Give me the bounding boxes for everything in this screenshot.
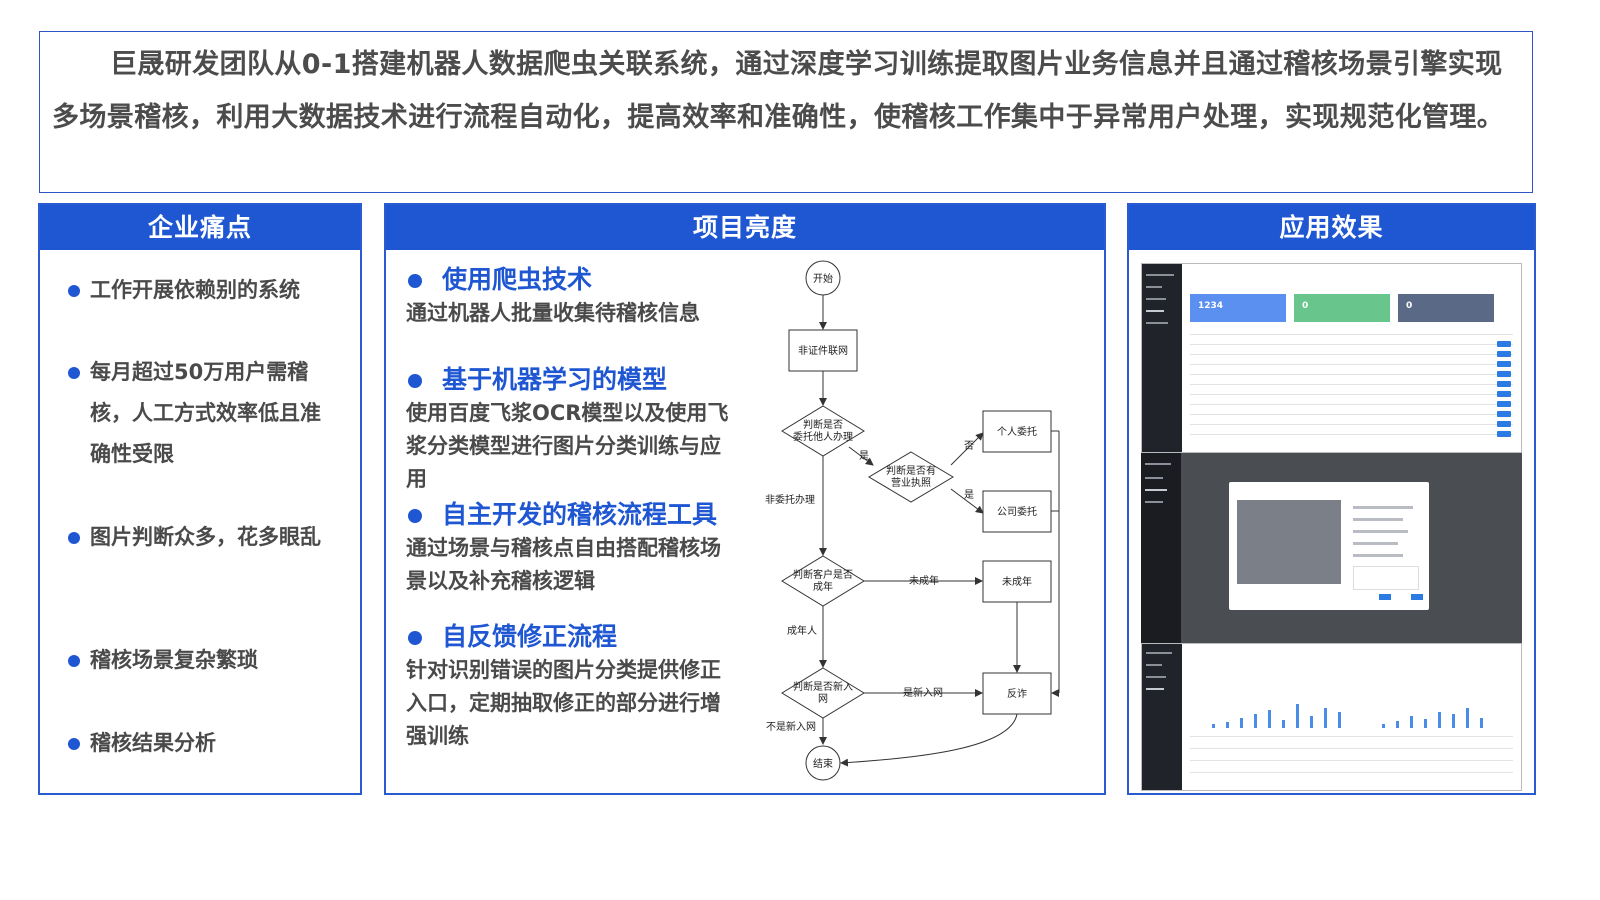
flow-text: 非证件联网 [798, 345, 848, 357]
flow-text: 判断客户是否 [793, 568, 853, 581]
flow-edge-label: 成年人 [787, 624, 817, 637]
stat-value: 0 [1406, 301, 1413, 311]
highlight-item: 自反馈修正流程 针对识别错误的图片分类提供修正入口，定期抽取修正的部分进行增强训… [406, 620, 736, 753]
stat-card: 1234 [1190, 294, 1286, 322]
stat-value: 0 [1302, 301, 1309, 311]
pain-points-panel: 企业痛点 工作开展依赖别的系统 每月超过50万用户需稽核，人工方式效率低且准确性… [38, 203, 362, 795]
highlight-title: 基于机器学习的模型 [442, 365, 668, 394]
flow-text: 反诈 [1007, 688, 1027, 700]
highlight-title: 自主开发的稽核流程工具 [442, 500, 718, 529]
flow-decision-adult [781, 555, 865, 607]
bullet-icon [68, 367, 80, 379]
audit-flowchart: 开始 非证件联网 判断是否 委托他人办理 判断是否有 营业执照 个人委托 公司委… [765, 260, 1060, 781]
highlight-title: 自反馈修正流程 [442, 622, 618, 651]
pain-item-text: 工作开展依赖别的系统 [90, 278, 300, 302]
screenshot-analysis [1141, 643, 1522, 791]
app-sidebar [1141, 453, 1181, 643]
highlight-desc: 使用百度飞浆OCR模型以及使用飞浆分类模型进行图片分类训练与应用 [406, 401, 729, 491]
pain-item-text: 稽核结果分析 [90, 731, 216, 755]
flow-decision-license [868, 451, 954, 503]
bullet-icon [408, 274, 422, 288]
flow-edge-label: 不是新入网 [766, 720, 816, 733]
flow-text: 判断是否新入 [793, 680, 853, 693]
flow-text: 成年 [813, 580, 833, 593]
flow-text: 网 [818, 693, 828, 705]
highlight-desc: 针对识别错误的图片分类提供修正入口，定期抽取修正的部分进行增强训练 [406, 658, 721, 748]
effect-panel: 应用效果 1234 0 0 [1127, 203, 1536, 795]
bullet-icon [408, 509, 422, 523]
effect-title: 应用效果 [1129, 205, 1534, 250]
highlight-title: 使用爬虫技术 [442, 265, 593, 294]
highlight-desc: 通过场景与稽核点自由搭配稽核场景以及补充稽核逻辑 [406, 536, 721, 593]
flow-edge-label: 是 [964, 489, 974, 501]
bullet-icon [408, 631, 422, 645]
app-sidebar [1142, 644, 1182, 790]
flow-text: 委托他人办理 [793, 430, 853, 443]
flow-edge-label: 是新入网 [903, 686, 943, 699]
flow-text: 判断是否有 [886, 464, 936, 477]
screenshot-image-review [1141, 453, 1522, 643]
highlight-desc: 通过机器人批量收集待稽核信息 [406, 301, 700, 325]
highlight-item: 自主开发的稽核流程工具 通过场景与稽核点自由搭配稽核场景以及补充稽核逻辑 [406, 498, 736, 598]
bullet-icon [68, 738, 80, 750]
flow-text: 结束 [813, 757, 833, 770]
pain-item: 稽核结果分析 [68, 723, 330, 764]
flow-node-minor [982, 560, 1052, 603]
flow-edge-label: 非委托办理 [765, 493, 815, 506]
pain-points-title: 企业痛点 [40, 205, 360, 250]
stat-card: 0 [1398, 294, 1494, 322]
flow-text: 营业执照 [891, 476, 931, 489]
highlight-item: 基于机器学习的模型 使用百度飞浆OCR模型以及使用飞浆分类模型进行图片分类训练与… [406, 363, 736, 496]
flow-text: 公司委托 [997, 505, 1037, 518]
flow-end-node [805, 745, 841, 781]
flow-node-personal [982, 410, 1052, 453]
screenshot-dashboard: 1234 0 0 [1141, 263, 1522, 453]
flow-node-nonid [788, 329, 858, 372]
flow-edge-label: 是 [859, 450, 869, 462]
bullet-icon [68, 285, 80, 297]
highlights-panel: 项目亮度 使用爬虫技术 通过机器人批量收集待稽核信息 基于机器学习的模型 使用百… [384, 203, 1106, 795]
bullet-icon [68, 655, 80, 667]
flow-node-fraud [982, 672, 1052, 715]
flow-decision-newnet [781, 667, 865, 719]
flow-text: 个人委托 [997, 425, 1037, 438]
id-photo [1237, 500, 1341, 584]
app-sidebar [1142, 264, 1182, 452]
flow-text: 判断是否 [803, 418, 843, 431]
pain-item-text: 每月超过50万用户需稽核，人工方式效率低且准确性受限 [90, 360, 321, 466]
stat-card: 0 [1294, 294, 1390, 322]
intro-paragraph: 巨晟研发团队从0-1搭建机器人数据爬虫关联系统，通过深度学习训练提取图片业务信息… [39, 31, 1533, 193]
flow-text: 未成年 [1002, 575, 1032, 588]
pain-item: 工作开展依赖别的系统 [68, 270, 330, 311]
bullet-icon [408, 374, 422, 388]
flow-edge-label: 否 [964, 440, 974, 452]
pain-item-text: 图片判断众多，花多眼乱 [90, 525, 321, 549]
highlight-item: 使用爬虫技术 通过机器人批量收集待稽核信息 [406, 263, 736, 330]
flow-edge-label: 未成年 [909, 574, 939, 587]
bullet-icon [68, 532, 80, 544]
pain-item: 图片判断众多，花多眼乱 [68, 517, 330, 558]
pain-item-text: 稽核场景复杂繁琐 [90, 648, 258, 672]
stat-value: 1234 [1198, 301, 1224, 311]
pain-item: 每月超过50万用户需稽核，人工方式效率低且准确性受限 [68, 352, 330, 475]
flow-text: 开始 [813, 272, 833, 285]
highlights-title: 项目亮度 [386, 205, 1104, 250]
review-modal [1229, 482, 1429, 610]
pain-item: 稽核场景复杂繁琐 [68, 640, 330, 681]
